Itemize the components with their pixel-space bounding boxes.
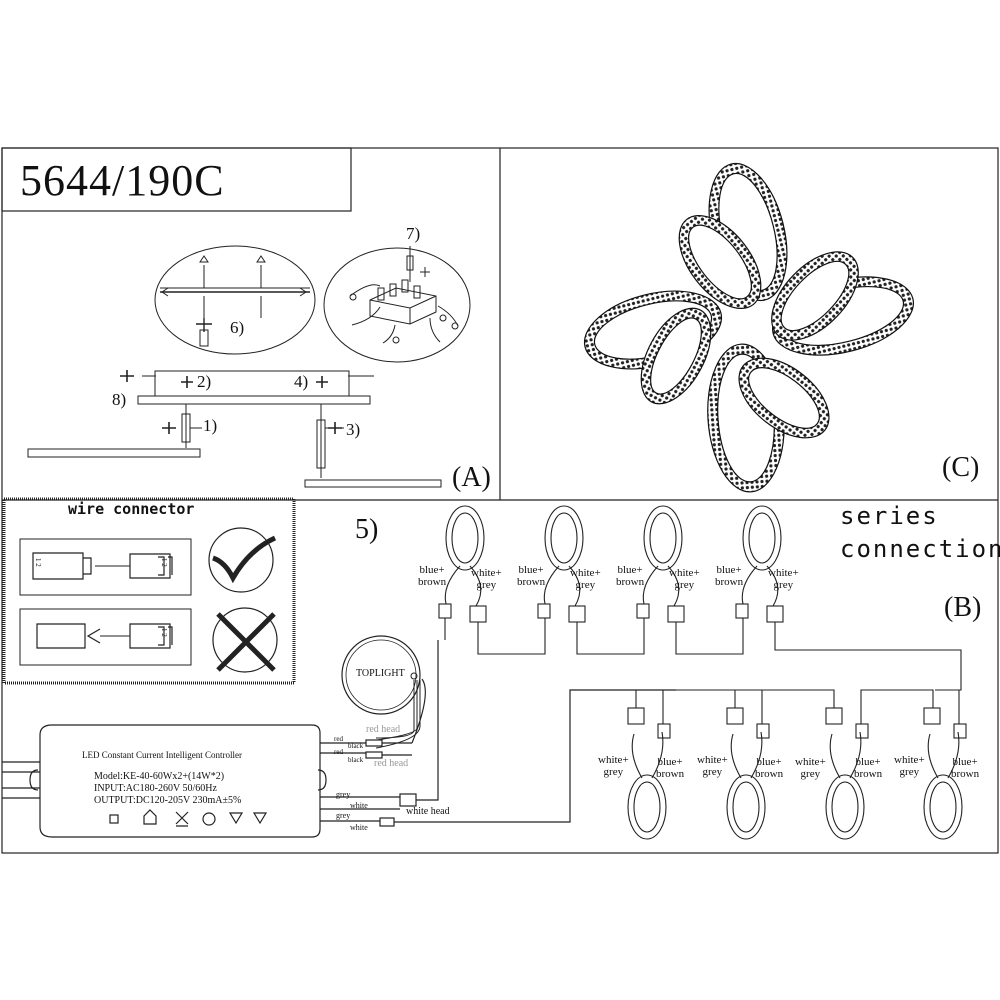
panel-a-label: (A) [452,462,491,493]
ring-3-blue-label: blue+brown [616,564,645,588]
ring-6 [726,707,770,840]
controller-model: Model:KE-40-60Wx2+(14W*2) [94,771,225,782]
ring-4-blue-label: blue+brown [715,564,744,588]
panel-a-drawing [27,245,471,488]
ring-7 [825,707,869,840]
toplight-label: TOPLIGHT [356,668,405,679]
ring-1-blue-label: blue+brown [418,564,447,588]
wire-grey-label-1: grey [336,790,351,799]
wire-white-label-1: white [350,801,368,810]
step-1-label: 1) [203,416,218,435]
ring-7-blue-label: blue+brown [854,756,883,780]
series-connection-label: series connection [840,500,1000,566]
ring-2-blue-label: blue+brown [517,564,546,588]
ring-8-blue-label: blue+brown [951,756,980,780]
wire-black-label-1: black [348,742,364,750]
white-head-label: white head [406,806,450,817]
led-controller [2,640,676,838]
ring-3 [636,505,685,623]
controller-output: OUTPUT:DC120-205V 230mA±5% [94,795,242,806]
ring-5-white-label: white+grey [598,754,629,778]
wire-connector-box [2,497,296,685]
model-code: 5644/190C [20,156,225,205]
wire-black-label-2: black [348,756,364,764]
toplight-ring [341,635,421,749]
ring-6-white-label: white+grey [697,754,728,778]
ring-1-white-label: white+grey [471,567,502,591]
pin-label-2: 1 2 [160,558,168,567]
pin-label-1: 1 2 [34,558,42,567]
ring-2-white-label: white+grey [570,567,601,591]
wire-red-label-2: red [334,748,343,756]
step-6-label: 6) [230,318,245,337]
step-3-label: 3) [346,420,361,439]
step-2-label: 2) [197,372,212,391]
ring-1 [438,505,487,623]
ring-7-white-label: white+grey [795,756,826,780]
step-5-label: 5) [355,514,379,545]
controller-input: INPUT:AC180-260V 50/60Hz [94,783,217,794]
red-head-label-2: red head [374,758,409,769]
ring-3-white-label: white+grey [669,567,700,591]
ring-8 [923,707,967,840]
ring-modules-bottom [627,689,967,840]
ring-4-white-label: white+grey [768,567,799,591]
pin-label-3: 1 2 [160,628,168,637]
step-7-label: 7) [406,224,421,243]
ring-6-blue-label: blue+brown [755,756,784,780]
ring-8-white-label: white+grey [894,754,925,778]
red-head-label-1: red head [366,724,401,735]
controller-title: LED Constant Current Intelligent Control… [82,750,242,760]
ring-modules-top [438,505,962,691]
series-line-1: series [840,502,939,530]
step-8-label: 8) [112,390,127,409]
panel-b-label: (B) [944,592,982,623]
wire-white-label-2: white [350,823,368,832]
wire-red-label: red [334,735,343,743]
lamp-rings [583,162,915,493]
ring-5-blue-label: blue+brown [656,756,685,780]
series-line-2: connection [840,535,1000,563]
step-4-label: 4) [294,372,309,391]
wire-grey-label-2: grey [336,811,351,820]
panel-c-label: (C) [942,452,980,483]
wire-connector-title: wire connector [68,500,195,518]
